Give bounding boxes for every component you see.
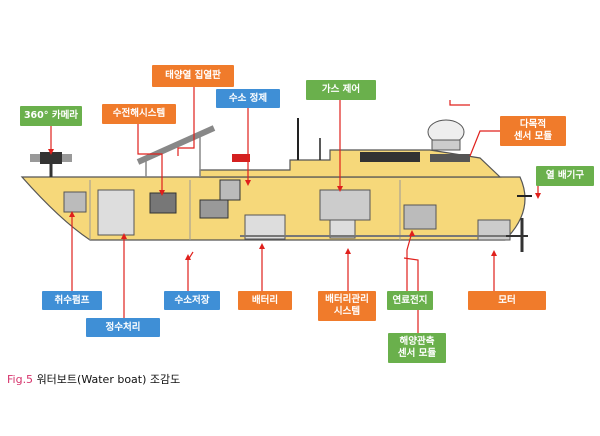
pump — [63, 191, 87, 213]
figure-caption: Fig.5 워터보트(Water boat) 조감도 — [7, 371, 180, 387]
label-h2-storage: 수소저장 — [164, 291, 220, 310]
dome-base — [431, 139, 461, 151]
deck-cabin — [199, 149, 502, 178]
label-motor: 모터 — [468, 291, 546, 310]
label-water-treatment: 정수처리 — [86, 318, 160, 337]
label-intake-pump: 취수펌프 — [42, 291, 102, 310]
label-360-camera: 360° 카메라 — [20, 106, 82, 126]
label-solar-collector: 태양열 집열판 — [152, 65, 234, 87]
hull — [20, 176, 526, 241]
leader-lines — [50, 87, 544, 333]
figure-title: 워터보트(Water boat) 조감도 — [36, 373, 181, 386]
beacon — [232, 154, 250, 162]
solar-panel — [136, 125, 216, 165]
water-tanks — [97, 189, 135, 236]
h2-tank — [199, 199, 229, 219]
label-battery: 배터리 — [238, 291, 292, 310]
label-exhaust: 열 배기구 — [536, 166, 594, 186]
fuel-cell — [403, 204, 437, 230]
label-gas-control: 가스 제어 — [306, 80, 376, 100]
label-multi-sensor: 다목적 센서 모듈 — [500, 116, 566, 146]
label-hydrolysis: 수전해시스템 — [102, 104, 176, 124]
label-h2-purify: 수소 정제 — [216, 89, 280, 108]
camera-body — [40, 152, 62, 164]
figure-number: Fig.5 — [7, 373, 34, 386]
label-fuel-cell: 연료전지 — [387, 291, 433, 310]
label-bms: 배터리관리 시스템 — [318, 291, 376, 321]
label-ocean-sensor: 해양관측 센서 모듈 — [388, 333, 446, 363]
